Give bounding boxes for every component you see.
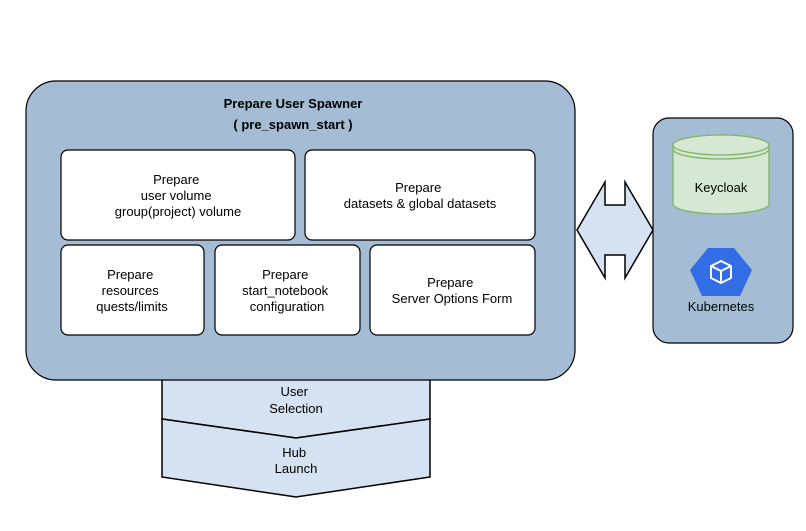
prepare-start-notebook-box [214, 244, 361, 336]
double-arrow-icon [576, 179, 654, 281]
prepare-resources-box [60, 244, 205, 336]
spawner-subtitle: ( pre_spawn_start ) [233, 117, 352, 132]
keycloak-label: Keycloak [695, 180, 748, 195]
hub-launch-chevron [161, 418, 431, 498]
hub-launch-label: Hub Launch [275, 445, 318, 476]
prepare-start-notebook-label: Prepare start_notebook configuration [242, 267, 332, 314]
prepare-server-options-box [369, 244, 536, 336]
prepare-server-options-label: Prepare Server Options Form [392, 275, 513, 306]
kubernetes-label: Kubernetes [688, 299, 755, 314]
prepare-volume-label: Prepare user volume group(project) volum… [115, 172, 241, 219]
spawner-title: Prepare User Spawner [224, 96, 363, 111]
prepare-volume-box [60, 149, 296, 241]
user-selection-label: User Selection [269, 384, 322, 416]
prepare-resources-label: Prepare resources quests/limits [96, 267, 168, 314]
prepare-datasets-box [304, 149, 536, 241]
kubernetes-cube-icon [690, 248, 752, 296]
database-cylinder-icon [672, 134, 770, 215]
prepare-datasets-label: Prepare datasets & global datasets [344, 180, 497, 211]
